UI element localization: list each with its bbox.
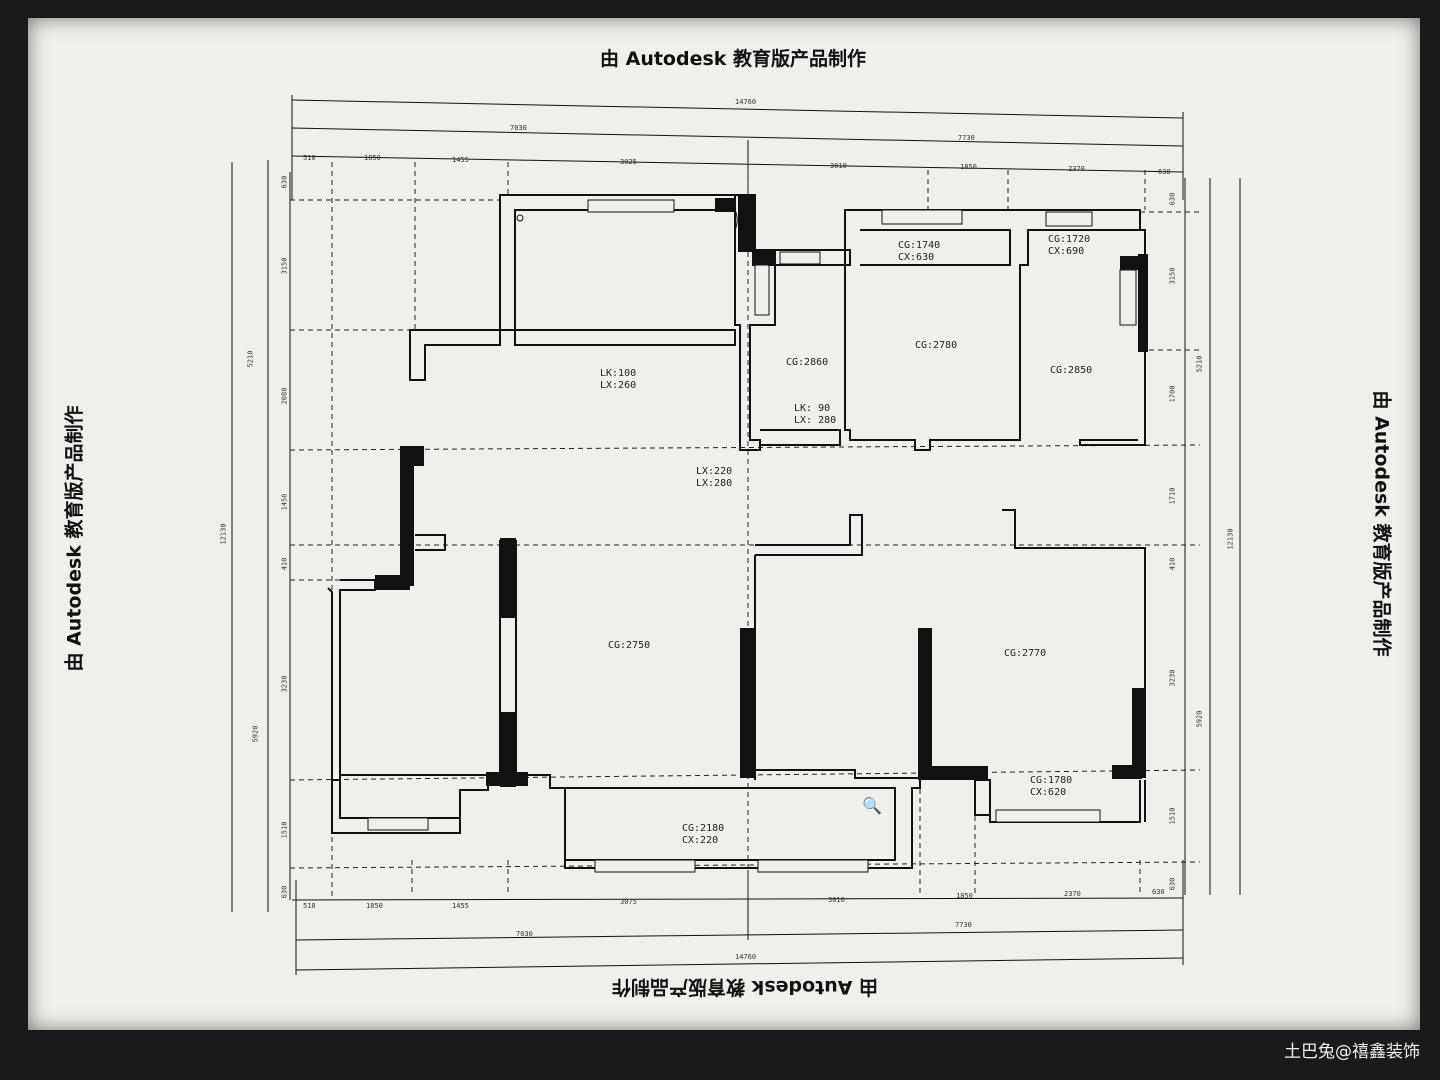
room-label-room-a: CG:2780 [915, 340, 957, 352]
dim-top-right: 7730 [958, 134, 975, 142]
room-label-room-b-window: CG:1720 CX:690 [1048, 234, 1090, 258]
dim-left-upper: 5210 [246, 350, 255, 368]
dim-top-seg: 3010 [830, 162, 847, 170]
watermark-top: 由 Autodesk 教育版产品制作 [600, 48, 867, 70]
dim-right-seg: 3150 [1168, 267, 1177, 285]
dim-bottom-seg: 2370 [1064, 890, 1081, 898]
dim-left-seg: 3230 [280, 675, 289, 693]
dim-top-total: 14760 [735, 98, 757, 106]
room-label-line: CG:2850 [1050, 365, 1093, 376]
dim-left-seg: 3150 [280, 257, 289, 275]
dim-right-seg: 410 [1168, 557, 1177, 571]
dim-top-seg: 1850 [960, 163, 977, 171]
dim-right-seg: 3230 [1168, 669, 1177, 687]
room-label-line: LX:280 [696, 478, 733, 489]
room-label-bedroom-window: CG:1780 CX:620 [1030, 775, 1072, 799]
room-label-corridor: LX:220 LX:280 [696, 466, 732, 490]
dim-left-seg: 630 [280, 175, 289, 189]
room-label-balcony: CG:2180 CX:220 [682, 823, 724, 847]
room-label-line: CX:690 [1048, 246, 1085, 257]
dim-right-upper: 5210 [1195, 355, 1204, 373]
dim-top-seg: 1455 [452, 156, 469, 164]
room-label-line: CG:2860 [786, 357, 829, 368]
dim-left-lower: 5920 [251, 725, 260, 743]
room-label-line: LK: 90 [794, 403, 831, 414]
dim-bottom-seg: 1455 [452, 902, 469, 910]
room-label-line: CG:2780 [915, 340, 958, 351]
dim-right-total: 12130 [1226, 528, 1235, 550]
room-label-living: LK:100 LX:260 [600, 368, 636, 392]
dim-top-left: 7030 [510, 124, 527, 132]
dim-bottom-right: 7730 [955, 921, 972, 929]
dim-bottom-seg: 630 [1152, 888, 1165, 896]
drawing-sheet [28, 18, 1420, 1030]
dim-top-seg: 1850 [364, 154, 381, 162]
room-label-line: CG:2180 [682, 823, 725, 834]
dim-top-seg: 510 [303, 154, 316, 162]
room-label-line: CX:630 [898, 252, 935, 263]
dim-right-seg: 630 [1168, 192, 1177, 206]
axis-lines [289, 162, 1201, 900]
dim-right-seg: 630 [1168, 877, 1177, 891]
room-label-bath-small: CG:2860 [786, 357, 828, 369]
windows [367, 199, 1137, 873]
dim-top-seg: 2370 [1068, 165, 1085, 173]
room-label-room-a-window: CG:1740 CX:630 [898, 240, 940, 264]
dim-right-seg: 1510 [1168, 807, 1177, 825]
dim-bottom-seg: 3075 [620, 898, 637, 906]
dim-bottom-seg: 510 [303, 902, 316, 910]
room-label-bedroom: CG:2770 [1004, 648, 1046, 660]
room-label-line: LX:220 [696, 466, 733, 477]
room-label-line: LK:100 [600, 368, 637, 379]
room-label-main-hall: CG:2750 [608, 640, 650, 652]
room-label-line: CX:620 [1030, 787, 1067, 798]
room-label-line: LX:260 [600, 380, 637, 391]
dim-left-seg: 630 [280, 885, 289, 899]
dim-right-lower: 5920 [1195, 710, 1204, 728]
dim-left-seg: 1510 [280, 821, 289, 839]
structural-columns [375, 196, 1148, 787]
room-label-line: CG:1780 [1030, 775, 1073, 786]
room-label-line: LX: 280 [794, 415, 837, 426]
room-label-line: CG:2750 [608, 640, 651, 651]
room-label-bath-door: LK: 90 LX: 280 [794, 403, 836, 427]
credit-watermark: 土巴兔@禧鑫装饰 [1284, 1042, 1420, 1062]
dimension-lines [231, 95, 1241, 975]
room-label-line: CG:2770 [1004, 648, 1047, 659]
door-swings [516, 209, 738, 231]
dim-left-seg: 410 [280, 557, 289, 571]
room-label-line: CG:1740 [898, 240, 941, 251]
dim-bottom-total: 14760 [735, 953, 757, 961]
dim-left-total: 12130 [219, 523, 228, 545]
room-label-room-b: CG:2850 [1050, 365, 1092, 377]
dim-bottom-seg: 1850 [956, 892, 973, 900]
dim-right-seg: 1700 [1168, 385, 1177, 403]
room-label-line: CG:1720 [1048, 234, 1091, 245]
dim-left-seg: 1456 [280, 493, 289, 511]
zoom-icon: 🔍 [862, 796, 882, 815]
walls [327, 194, 1146, 869]
dim-bottom-seg: 1850 [366, 902, 383, 910]
room-label-line: CX:220 [682, 835, 719, 846]
dim-right-seg: 1710 [1168, 487, 1177, 505]
dim-top-seg: 3025 [620, 158, 637, 166]
dim-left-seg: 2080 [280, 387, 289, 405]
dim-bottom-left: 7030 [516, 930, 533, 938]
dim-bottom-seg: 3010 [828, 896, 845, 904]
dim-top-seg: 630 [1158, 168, 1171, 176]
